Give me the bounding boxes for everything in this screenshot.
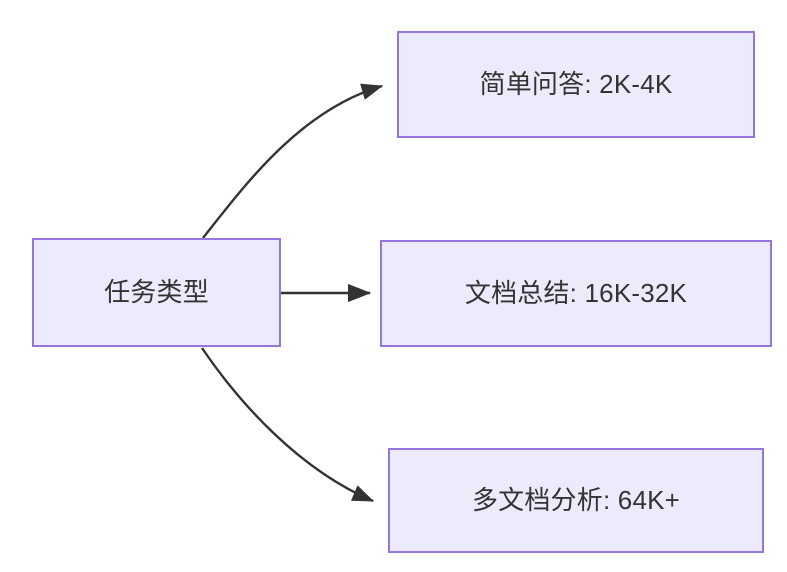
node-simple-qa[interactable]: 简单问答: 2K-4K xyxy=(397,31,755,138)
edge-root-to-multi-doc xyxy=(201,347,375,503)
node-simple-qa-label: 简单问答: 2K-4K xyxy=(479,68,673,99)
node-doc-summary-label: 文档总结: 16K-32K xyxy=(464,277,688,308)
node-task-type[interactable]: 任务类型 xyxy=(32,238,281,347)
edge-root-to-simple-qa xyxy=(202,83,384,239)
node-multi-doc-label: 多文档分析: 64K+ xyxy=(471,484,681,515)
node-multi-doc[interactable]: 多文档分析: 64K+ xyxy=(388,448,764,553)
node-doc-summary[interactable]: 文档总结: 16K-32K xyxy=(380,240,772,347)
node-task-type-label: 任务类型 xyxy=(104,276,209,307)
